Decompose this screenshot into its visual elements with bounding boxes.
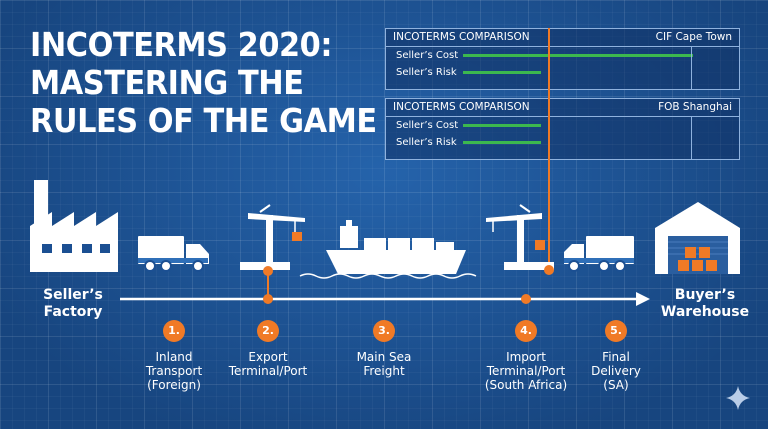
- risk-transfer-node: [544, 265, 554, 275]
- panel-divider: [691, 47, 692, 89]
- end-label: Buyer’s Warehouse: [660, 287, 750, 321]
- page-title: INCOTERMS 2020: MASTERING THE RULES OF T…: [30, 26, 380, 140]
- risk-bar: [463, 71, 541, 74]
- panel-heading: INCOTERMS COMPARISON: [393, 101, 530, 113]
- step-1-label: Inland Transport (Foreign): [118, 350, 230, 392]
- factory-icon: [30, 180, 118, 272]
- step-2-line: Terminal/Port: [228, 364, 308, 378]
- title-line-1: INCOTERMS 2020:: [30, 25, 333, 64]
- start-label: Seller’s Factory: [28, 287, 118, 321]
- step-1-line: (Foreign): [147, 378, 201, 392]
- step-4-label: Import Terminal/Port (South Africa): [466, 350, 586, 392]
- title-line-3: RULES OF THE GAME: [30, 101, 377, 140]
- step-5-line: Delivery: [591, 364, 641, 378]
- cost-bar: [463, 124, 541, 127]
- step-5-line: (SA): [603, 378, 629, 392]
- end-line-1: Buyer’s: [674, 287, 736, 303]
- crane-icon: [486, 204, 554, 270]
- step-4-line: Terminal/Port: [486, 364, 566, 378]
- panel-header: INCOTERMS COMPARISON FOB Shanghai: [386, 99, 739, 117]
- truck-icon: [138, 236, 209, 272]
- export-route-node: [263, 294, 273, 304]
- cost-row: Seller’s Cost: [386, 47, 739, 64]
- comparison-panel-fob: INCOTERMS COMPARISON FOB Shanghai Seller…: [385, 98, 740, 160]
- step-4-line: (South Africa): [484, 378, 568, 392]
- export-node: [263, 266, 273, 276]
- cost-label: Seller’s Cost: [396, 50, 459, 61]
- cost-row: Seller’s Cost: [386, 117, 739, 134]
- start-line-2: Factory: [43, 304, 103, 320]
- end-line-2: Warehouse: [660, 304, 750, 320]
- step-3-label: Main Sea Freight: [328, 350, 440, 378]
- risk-row: Seller’s Risk: [386, 64, 739, 81]
- step-3-line: Freight: [363, 364, 405, 378]
- step-5-label: Final Delivery (SA): [566, 350, 666, 392]
- import-route-node: [521, 294, 531, 304]
- panel-place: FOB Shanghai: [658, 101, 732, 113]
- risk-label: Seller’s Risk: [396, 137, 457, 148]
- step-3-badge: 3.: [373, 320, 395, 342]
- cost-bar: [463, 54, 693, 57]
- cost-label: Seller’s Cost: [396, 120, 459, 131]
- step-2-label: Export Terminal/Port: [212, 350, 324, 378]
- panel-header: INCOTERMS COMPARISON CIF Cape Town: [386, 29, 739, 47]
- route-arrowhead: [636, 292, 650, 306]
- panel-heading: INCOTERMS COMPARISON: [393, 31, 530, 43]
- start-line-1: Seller’s: [43, 287, 103, 303]
- truck-icon: [564, 236, 634, 272]
- risk-label: Seller’s Risk: [396, 67, 457, 78]
- risk-row: Seller’s Risk: [386, 134, 739, 151]
- panel-divider: [691, 117, 692, 159]
- step-5-line: Final: [602, 350, 630, 364]
- step-4-line: Import: [506, 350, 546, 364]
- step-5-badge: 5.: [605, 320, 627, 342]
- step-2-line: Export: [248, 350, 288, 364]
- risk-bar: [463, 141, 541, 144]
- step-4-badge: 4.: [515, 320, 537, 342]
- sparkle-icon: [726, 386, 750, 410]
- step-3-line: Main Sea: [356, 350, 412, 364]
- warehouse-icon: [655, 202, 740, 274]
- comparison-panel-cif: INCOTERMS COMPARISON CIF Cape Town Selle…: [385, 28, 740, 90]
- step-1-line: Transport: [145, 364, 203, 378]
- crane-icon: [240, 204, 305, 270]
- step-1-badge: 1.: [163, 320, 185, 342]
- step-2-badge: 2.: [257, 320, 279, 342]
- step-1-line: Inland: [155, 350, 193, 364]
- title-line-2: MASTERING THE: [30, 63, 304, 102]
- ship-icon: [299, 220, 477, 279]
- panel-place: CIF Cape Town: [655, 31, 732, 43]
